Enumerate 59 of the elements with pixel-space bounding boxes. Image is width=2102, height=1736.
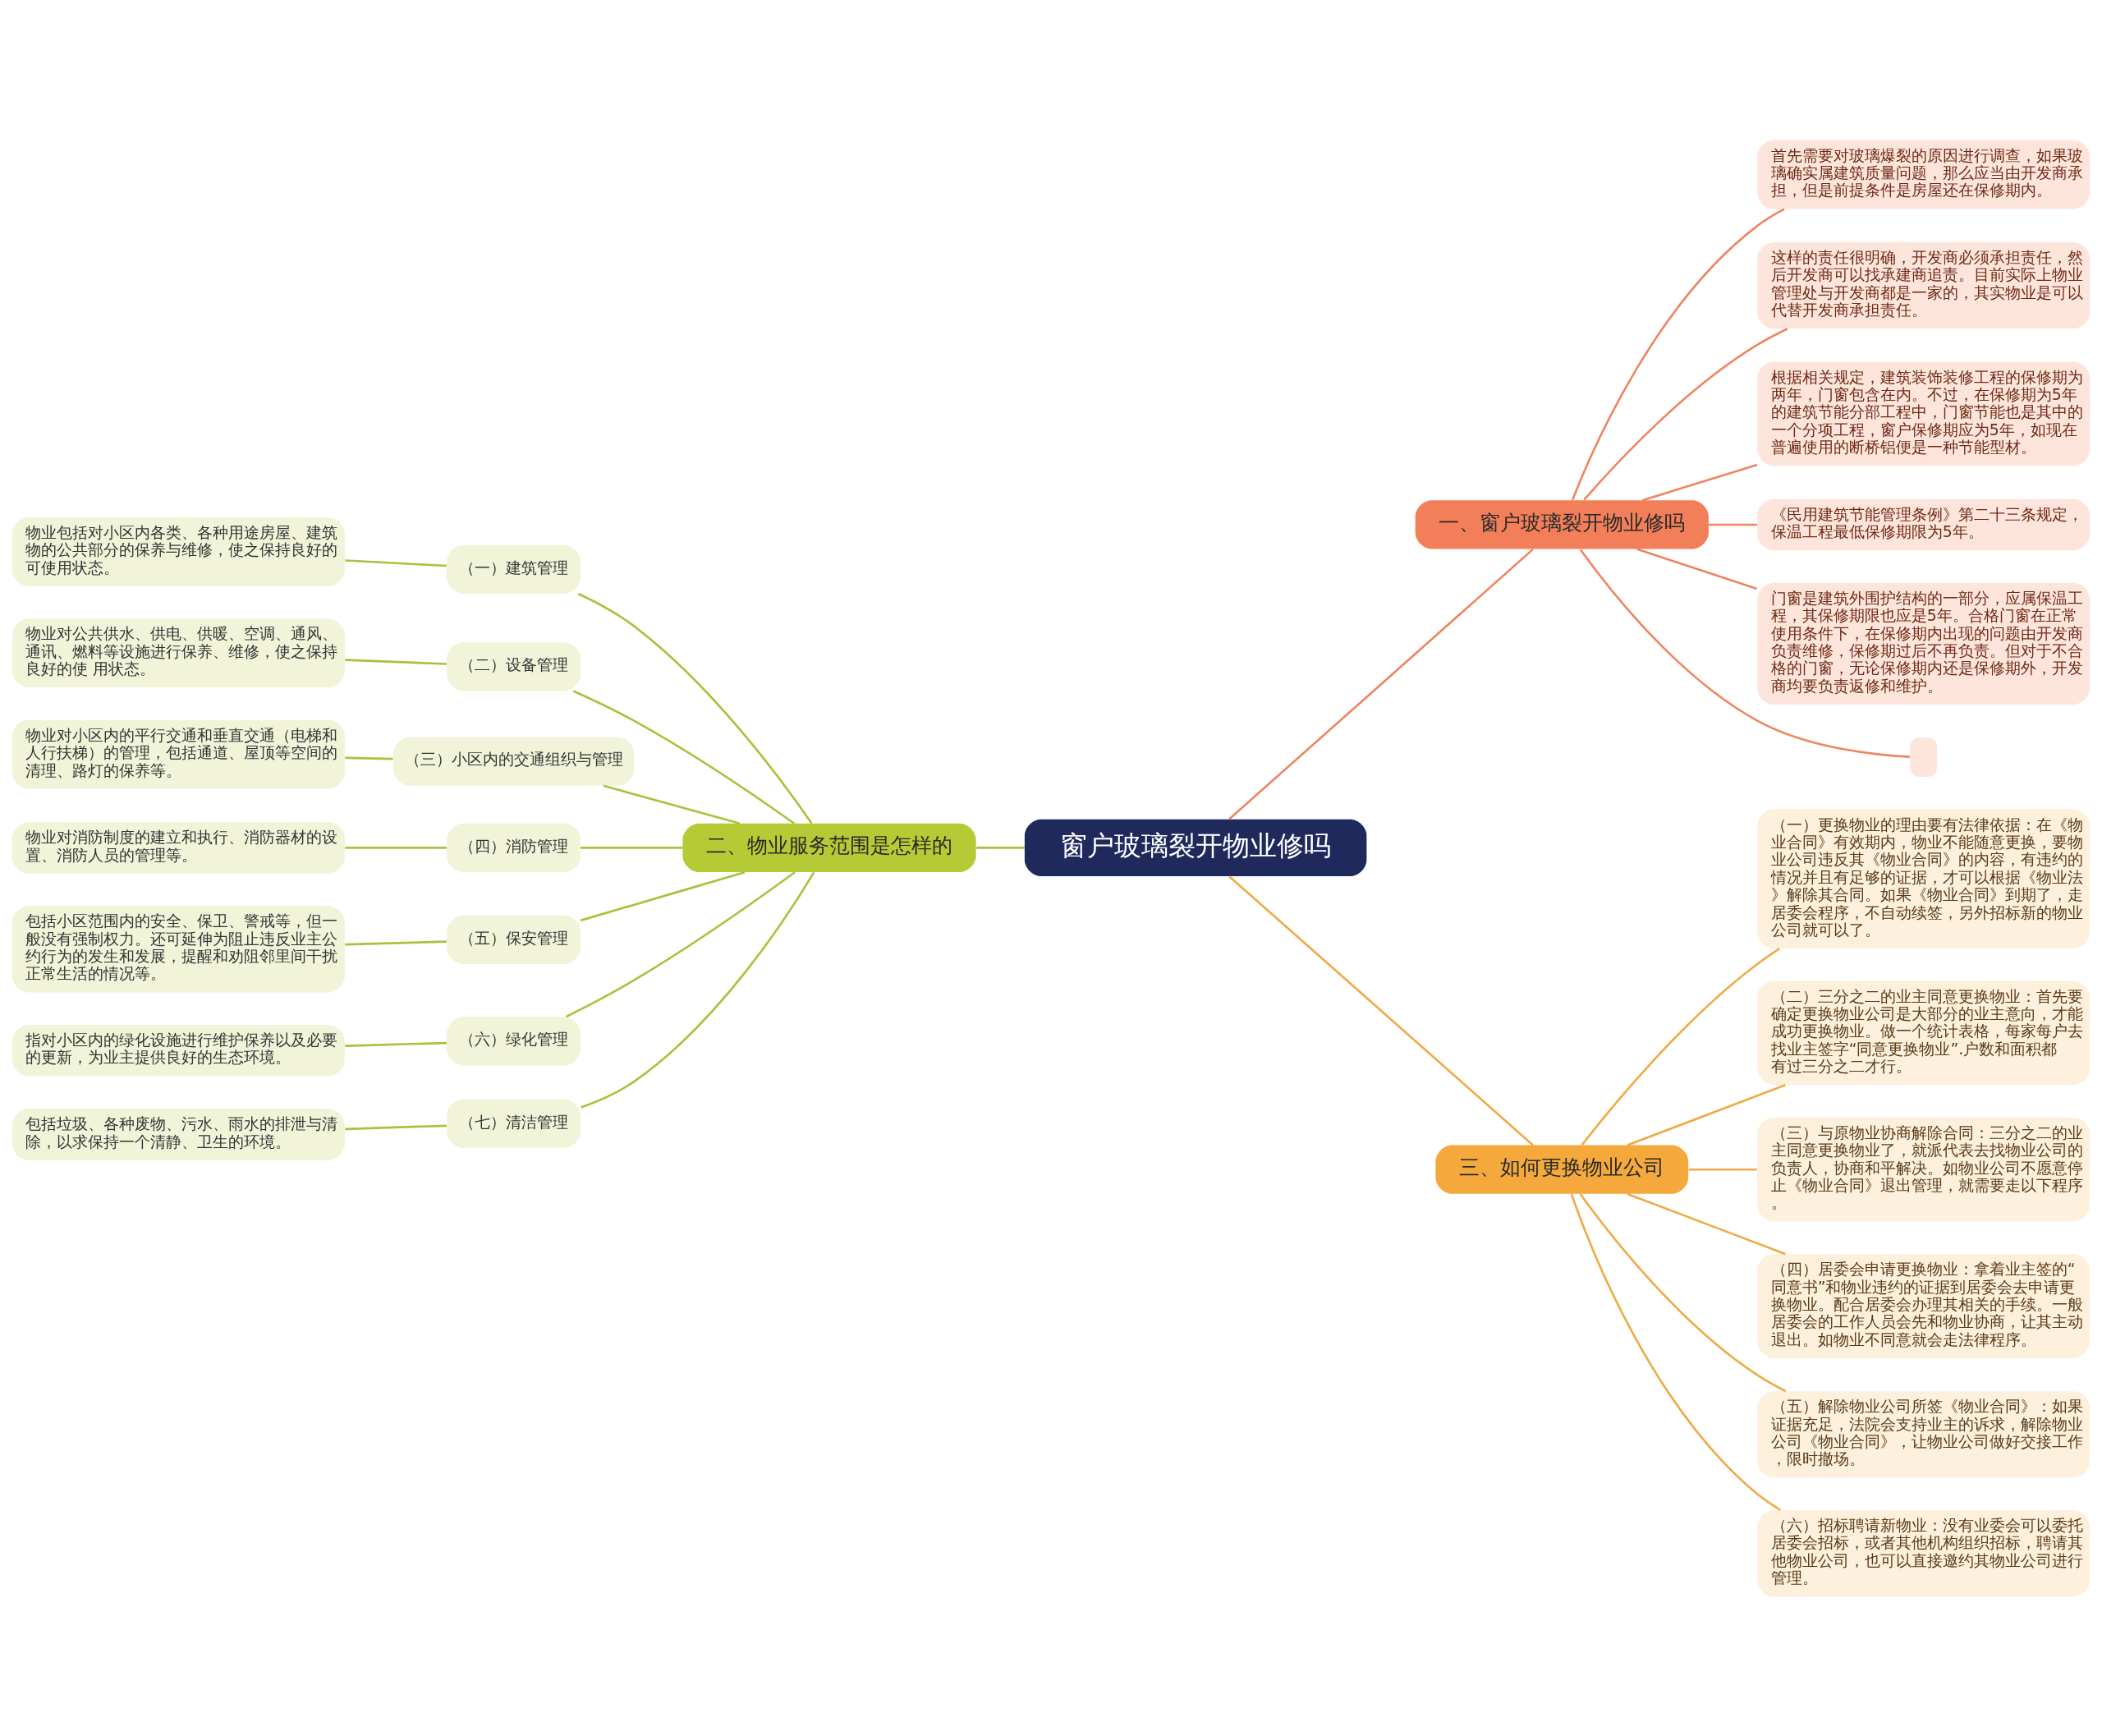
connector — [345, 846, 447, 849]
node-box: 这样的责任很明确，开发商必须承担责任，然后开发商可以找承建商追责。目前实际上物业管理处与开发商都是一家的，其实物业是可以代替开发商承担责任。 — [1757, 241, 2091, 328]
node-box: （一）更换物业的理由要有法律依据：在《物业合同》有效期内，物业不能随意更换，要物业公司违反其《物业合同》的内容，有违约的情况并且有足够的证据，才可以根据《物业法》解除其合同。如果《物业合同》到期了，走居委会程序，不自动续签，另外招标新的物业公司就可以了。 — [1757, 809, 2091, 948]
connector — [345, 1041, 447, 1047]
connector — [1583, 327, 1788, 501]
node-box: 一、窗户玻璃裂开物业修吗 — [1415, 499, 1709, 549]
connector — [1570, 1193, 1782, 1511]
node-box: 物业对小区内的平行交通和垂直交通（电梯和人行扶梯）的管理，包括通道、屋顶等空间的清理、路灯的保养等。 — [11, 719, 345, 789]
node-box: 指对小区内的绿化设施进行维护保养以及必要的更新，为业主提供良好的生态环境。 — [11, 1024, 345, 1077]
node-box: （五）解除物业公司所签《物业合同》：如果证据充足，法院会支持业主的诉求，解除物业公司《物业合同》，让物业公司做好交接工作，限时撤场。 — [1757, 1390, 2091, 1478]
node-box: （三）与原物业协商解除合同：三分之二的业主同意更换物业了，就派代表去找物业公司的负责人，协商和平解决。如物业公司不愿意停止《物业合同》退出管理，就需要走以下程序。 — [1757, 1117, 2091, 1222]
connector — [345, 756, 393, 760]
node-box: 二、物业服务范围是怎样的 — [682, 823, 976, 872]
node-box: （四）消防管理 — [447, 823, 581, 872]
connector — [1571, 208, 1785, 500]
node-box: （二）设备管理 — [447, 641, 581, 691]
connector — [1579, 1192, 1787, 1392]
connector — [603, 784, 741, 824]
connector — [581, 846, 683, 849]
connector — [572, 689, 796, 824]
node-box: 《民用建筑节能管理条例》第二十三条规定，保温工程最低保修期限为5年。 — [1757, 498, 2091, 550]
node-box: （六）绿化管理 — [447, 1016, 581, 1065]
connector — [345, 658, 447, 665]
connector — [581, 871, 815, 1109]
node-box: 窗户玻璃裂开物业修吗 — [1024, 819, 1367, 876]
node-box: （一）建筑管理 — [447, 544, 581, 594]
connector — [976, 846, 1025, 849]
node-box: 首先需要对玻璃爆裂的原因进行调查，如果玻璃确实属建筑质量问题，那么应当由开发商承担，但是前提条件是房屋还在保修期内。 — [1757, 140, 2091, 209]
node-box: 物业对公共供水、供电、供暖、空调、通风、通讯、燃料等设施进行保养、维修，使之保持良好的使 用状态。 — [11, 618, 345, 687]
node-box: （四）居委会申请更换物业：拿着业主签的“同意书”和物业违约的证据到居委会去申请更换物业。配合居委会办理其相关的手续。一般居委会的工作人员会先和物业协商，让其主动退出。如物业不同意就会走法律程序。 — [1757, 1253, 2091, 1358]
node-box: 包括垃圾、各种废物、污水、雨水的排泄与清除，以求保持一个清静、卫生的环境。 — [11, 1108, 345, 1160]
node-box: 物业包括对小区内各类、各种用途房屋、建筑物的公共部分的保养与维修，使之保持良好的可使用状态。 — [11, 517, 345, 586]
connector — [1642, 463, 1758, 501]
connector — [1228, 548, 1534, 820]
node-box: 物业对消防制度的建立和执行、消防器材的设置、消防人员的管理等。 — [11, 821, 345, 874]
connector — [1627, 1083, 1786, 1146]
connector — [1627, 1192, 1786, 1255]
node-box — [1910, 737, 1938, 777]
node-box: 包括小区范围内的安全、保卫、警戒等，但一般没有强制权力。还可延伸为阻止违反业主公约行为的发生和发展，提醒和劝阻邻里间干扰正常生活的情况等。 — [11, 905, 345, 993]
connector — [577, 592, 813, 824]
connector — [565, 870, 796, 1017]
node-box: （五）保安管理 — [447, 915, 581, 964]
node-box: （七）清洁管理 — [447, 1099, 581, 1148]
connector — [1579, 549, 1910, 758]
connector — [345, 939, 447, 945]
node-box: 三、如何更换物业公司 — [1435, 1145, 1689, 1194]
connector — [1228, 875, 1534, 1146]
connector — [1688, 1168, 1757, 1170]
node-box: 根据相关规定，建筑装饰装修工程的保修期为两年，门窗包含在内。不过，在保修期为5年的建筑节能分部工程中，门窗节能也是其中的一个分项工程，窗户保修期应为5年，如现在普遍使用的断桥铝便是一种节能型材。 — [1757, 361, 2091, 466]
node-box: （三）小区内的交通组织与管理 — [393, 736, 635, 786]
connector — [1709, 523, 1757, 526]
connector — [1636, 547, 1758, 590]
node-box: （六）招标聘请新物业：没有业委会可以委托居委会招标，或者其他机构组织招标，聘请其他物业公司，也可以直接邀约其物业公司进行管理。 — [1757, 1509, 2091, 1596]
connector — [345, 1124, 447, 1130]
node-box: （二）三分之二的业主同意更换物业：首先要确定更换物业公司是大部分的业主意向，才能成功更换物业。做一个统计表格，每家每户去找业主签字“同意更换物业”.户数和面积都有过三分之二才行。 — [1757, 981, 2091, 1085]
connector — [1581, 947, 1780, 1146]
connector — [345, 558, 447, 567]
node-box: 门窗是建筑外围护结构的一部分，应属保温工程，其保修期限也应是5年。合格门窗在正常使用条件下，在保修期内出现的问题由开发商负责维修，保修期过后不再负责。但对于不合格的门窗，无论保修期内还是保修期外，开发商均要负责返修和维护。 — [1757, 582, 2091, 705]
connector — [580, 870, 746, 921]
